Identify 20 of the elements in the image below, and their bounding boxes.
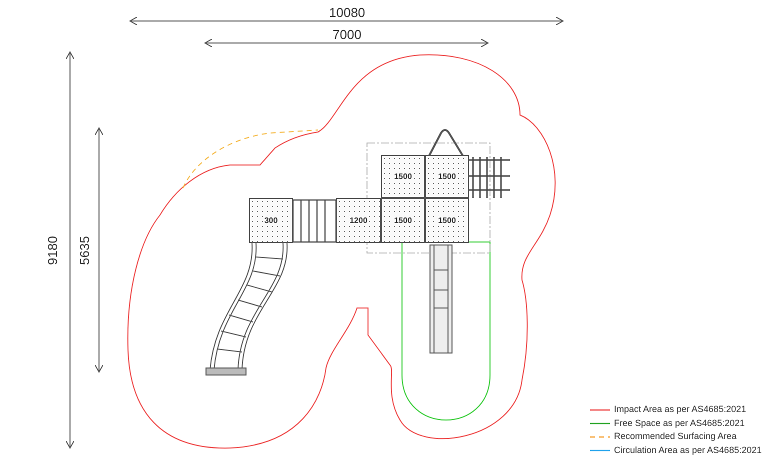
platform-deck bbox=[381, 155, 425, 198]
deck-height-label: 1500 bbox=[393, 216, 413, 225]
dimension-label: 7000 bbox=[332, 26, 362, 42]
dimension-label: 9180 bbox=[44, 236, 60, 264]
deck-height-label: 1500 bbox=[437, 216, 457, 225]
deck-height-label: 1500 bbox=[393, 172, 413, 181]
deck-height-label: 300 bbox=[263, 216, 279, 225]
legend-label: Free Space as per AS4685:2021 bbox=[614, 418, 745, 428]
legend-label: Circulation Area as per AS4685:2021 bbox=[614, 444, 762, 454]
platform-deck bbox=[381, 198, 425, 243]
deck-height-label: 1200 bbox=[348, 216, 368, 225]
platform-deck bbox=[249, 198, 293, 243]
deck-height-label: 1500 bbox=[437, 172, 457, 181]
platform-deck bbox=[425, 155, 469, 198]
dimension-label: 10080 bbox=[329, 4, 366, 20]
legend-label: Recommended Surfacing Area bbox=[614, 431, 737, 441]
platform-deck bbox=[425, 198, 469, 243]
dimension-label: 5635 bbox=[76, 236, 92, 264]
legend-label: Impact Area as per AS4685:2021 bbox=[614, 404, 746, 414]
platform-deck bbox=[336, 198, 381, 243]
